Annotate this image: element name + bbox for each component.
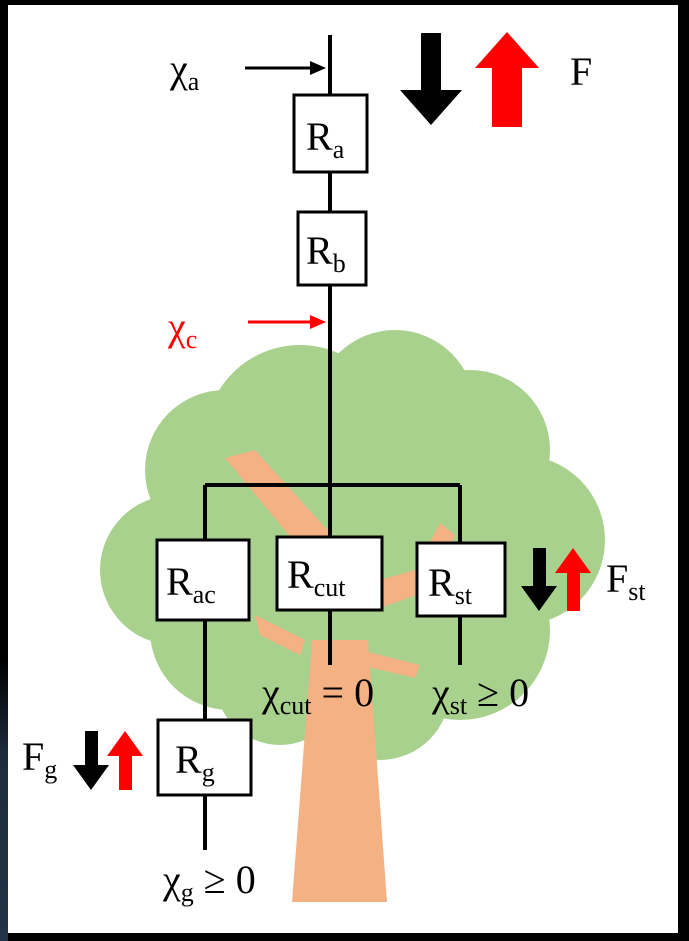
flux-down-arrow xyxy=(73,731,109,790)
svg-text:χg ≥ 0: χg ≥ 0 xyxy=(162,857,256,907)
svg-text:Rst: Rst xyxy=(428,560,473,610)
flux-Fg-arrows xyxy=(73,731,143,790)
resistor-Rb: Rb xyxy=(296,210,368,287)
flux-Fst-label: Fst xyxy=(606,556,646,606)
chi-a-arrow xyxy=(245,61,326,75)
svg-text:χcut = 0: χcut = 0 xyxy=(261,670,374,720)
svg-text:χc: χc xyxy=(167,304,197,354)
resistor-Rac: Rac xyxy=(155,538,251,622)
resistor-Rst: Rst xyxy=(415,541,507,618)
svg-text:Rac: Rac xyxy=(166,559,216,609)
flux-Fg-label: Fg xyxy=(22,734,57,784)
chi-st-label: χst ≥ 0 xyxy=(431,670,529,720)
svg-text:Rg: Rg xyxy=(175,737,215,787)
chi-a-label: χa xyxy=(169,46,200,96)
flux-up-arrow xyxy=(555,548,591,611)
resistor-Rg: Rg xyxy=(156,718,253,797)
flux-down-arrow xyxy=(521,548,557,611)
svg-text:F: F xyxy=(570,49,592,94)
window-edge xyxy=(0,0,8,941)
svg-text:Fst: Fst xyxy=(606,556,646,606)
flux-Fst-arrows xyxy=(521,548,591,611)
wires xyxy=(203,35,462,850)
svg-text:Fg: Fg xyxy=(22,734,57,784)
chi-c-arrow xyxy=(248,315,326,329)
flux-down-arrow xyxy=(400,33,462,125)
resistor-Rcut: Rcut xyxy=(275,535,384,612)
flux-up-arrow xyxy=(107,731,143,790)
svg-text:Rb: Rb xyxy=(306,228,346,278)
svg-text:Rcut: Rcut xyxy=(287,552,346,602)
chi-c-label: χc xyxy=(167,304,197,354)
chi-g-label: χg ≥ 0 xyxy=(162,857,256,907)
svg-text:Ra: Ra xyxy=(306,114,345,164)
svg-text:χst ≥ 0: χst ≥ 0 xyxy=(431,670,529,720)
flux-F-arrows xyxy=(400,32,539,127)
flux-F-label: F xyxy=(570,49,592,94)
flux-up-arrow xyxy=(475,32,539,127)
chi-cut-label: χcut = 0 xyxy=(261,670,374,720)
svg-text:χa: χa xyxy=(169,46,200,96)
resistor-Ra: Ra xyxy=(292,93,369,174)
